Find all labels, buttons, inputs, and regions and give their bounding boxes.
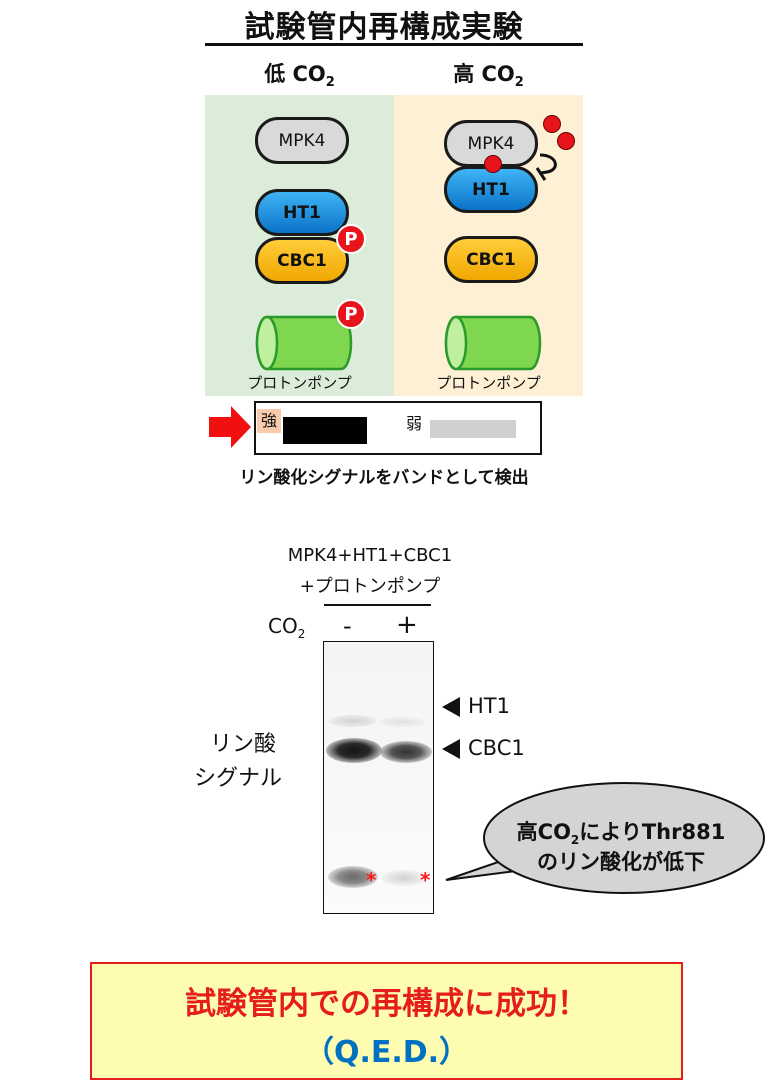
gel-image: * *	[323, 641, 434, 914]
ht1-marker-label: HT1	[468, 694, 510, 718]
low-ht1-label: HT1	[283, 202, 321, 223]
low-cbc1-label: CBC1	[277, 250, 327, 271]
callout-bubble	[445, 782, 765, 894]
co2-row-subscript: 2	[297, 627, 306, 641]
high-mpk4-label: MPK4	[467, 133, 515, 154]
low-co2-subscript: 2	[325, 75, 335, 91]
low-mpk4-protein: MPK4	[255, 117, 349, 164]
lane-minus-label: -	[343, 612, 352, 640]
low-pump-phospho-badge: P	[336, 299, 366, 329]
low-cbc1-phospho-badge: P	[336, 224, 366, 254]
low-ht1-protein: HT1	[255, 189, 349, 236]
strong-label: 強	[257, 409, 281, 433]
conclusion-line2: （Q.E.D.）	[303, 1035, 470, 1070]
high-cbc1-protein: CBC1	[444, 236, 538, 283]
inhibition-arrow-icon	[536, 153, 557, 181]
conclusion-box	[90, 962, 683, 1080]
high-pump-label: プロトンポンプ	[436, 374, 541, 392]
asterisk-lane2: *	[420, 868, 431, 892]
high-co2-header: 高 CO2	[394, 58, 583, 90]
cbc1-marker-arrow-icon	[442, 739, 460, 759]
low-pump-label: プロトンポンプ	[247, 374, 352, 392]
callout-line1: 高CO2によりThr881	[478, 816, 764, 847]
high-ht1-label: HT1	[472, 179, 510, 200]
strong-band	[283, 417, 367, 444]
co2-row-label: CO2	[268, 614, 305, 641]
high-cbc1-label: CBC1	[466, 249, 516, 270]
figure-title: 試験管内再構成実験	[244, 10, 524, 45]
ht1-marker-arrow-icon	[442, 697, 460, 717]
ht1-band-lane2	[379, 717, 425, 727]
high-proton-pump-icon	[444, 315, 542, 371]
low-cbc1-phospho-letter: P	[344, 228, 358, 250]
high-co2-bound-molecule-icon	[484, 155, 502, 173]
callout-line1-subscript: 2	[570, 833, 580, 848]
ht1-band-lane1	[329, 715, 377, 727]
high-co2-molecule-1-icon	[543, 115, 561, 133]
asterisk-lane1: *	[366, 868, 377, 892]
callout-line1-suffix: によりThr881	[579, 820, 726, 844]
lane-plus-label: +	[396, 610, 418, 640]
weak-band	[430, 420, 516, 438]
co2-row-text: CO	[268, 614, 298, 638]
cbc1-band-lane2	[380, 741, 432, 763]
high-co2-molecule-2-icon	[557, 132, 575, 150]
callout-line2: のリン酸化が低下	[537, 850, 705, 874]
sample-underline	[324, 604, 431, 606]
title-underline	[205, 43, 583, 46]
callout-line1-prefix: 高CO	[516, 820, 571, 844]
weak-label: 弱	[406, 414, 423, 433]
high-co2-label: 高 CO	[453, 62, 515, 86]
signal-label-line1: リン酸	[210, 732, 277, 757]
sample-label-line2: +プロトンポンプ	[299, 576, 441, 597]
thr881-band-lane1	[328, 866, 378, 888]
high-ht1-protein: HT1	[444, 166, 538, 213]
red-arrow-icon	[209, 406, 251, 448]
cbc1-band-lane1	[326, 738, 382, 763]
sample-label-line1: MPK4+HT1+CBC1	[287, 545, 453, 566]
cbc1-marker-label: CBC1	[468, 736, 525, 760]
low-co2-header: 低 CO2	[205, 58, 394, 90]
blot-caption: リン酸化シグナルをバンドとして検出	[239, 468, 529, 488]
low-proton-pump-icon	[255, 315, 353, 371]
low-co2-label: 低 CO	[264, 62, 326, 86]
thr881-band-lane2	[382, 870, 426, 886]
signal-label-line2: シグナル	[194, 766, 283, 791]
high-co2-subscript: 2	[514, 75, 524, 91]
conclusion-line1: 試験管内での再構成に成功！	[185, 986, 588, 1022]
low-mpk4-label: MPK4	[278, 130, 326, 151]
low-pump-phospho-letter: P	[344, 303, 358, 325]
low-cbc1-protein: CBC1	[255, 237, 349, 284]
